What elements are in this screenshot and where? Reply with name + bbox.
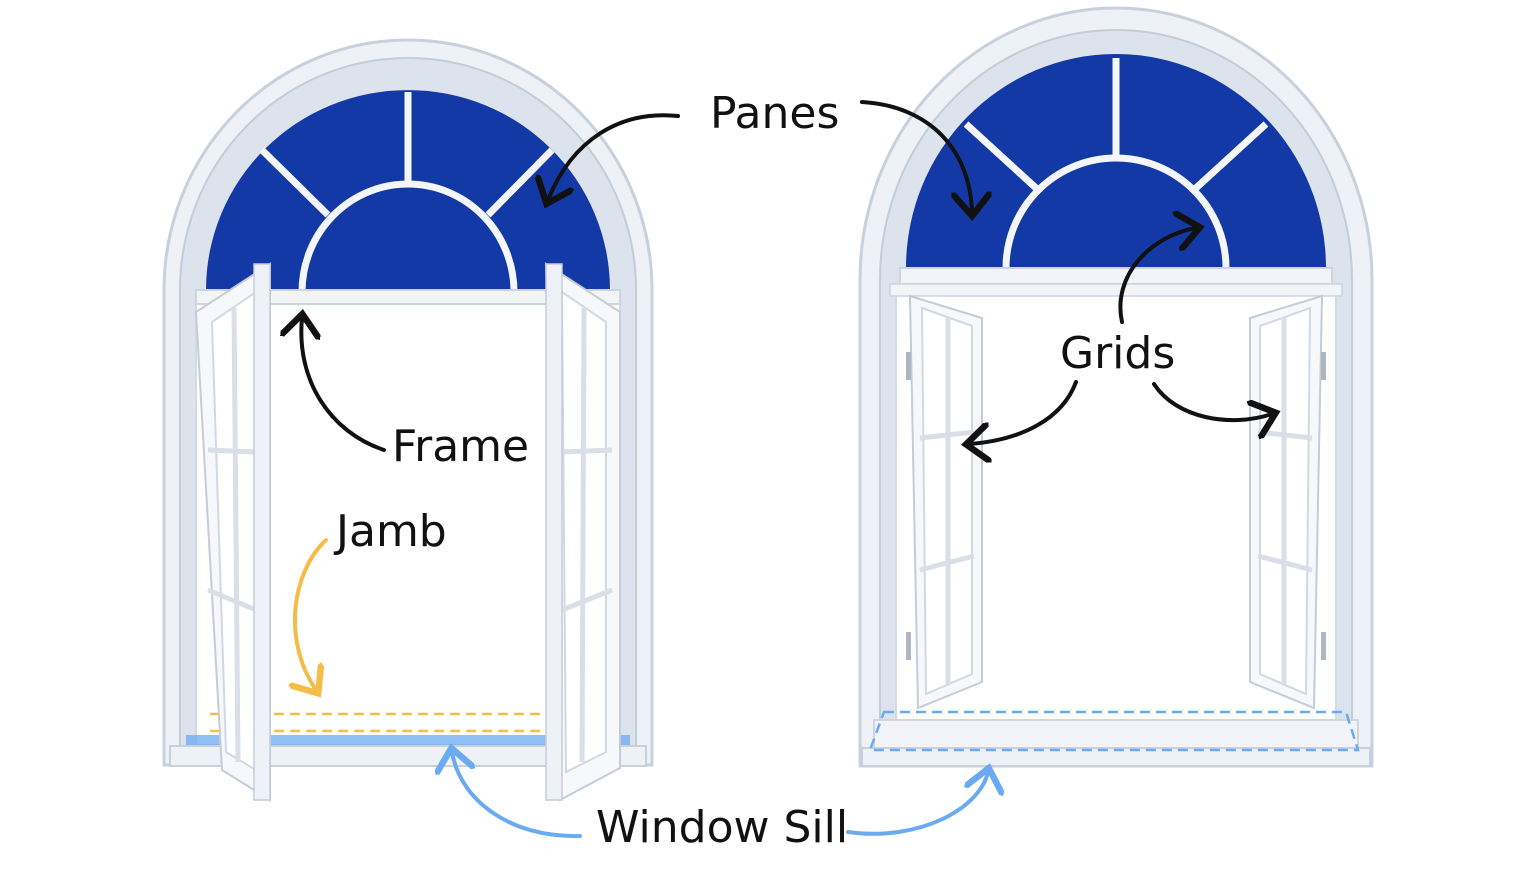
window-sill-label: Window Sill: [596, 802, 849, 853]
left-sill: [186, 735, 630, 747]
sill-arrow-right: [846, 772, 988, 836]
sill-highlight: [868, 710, 1360, 752]
left-window: [162, 38, 654, 802]
left-arch-grids: [259, 92, 555, 293]
grids-arrow-left: [970, 380, 1078, 444]
grids-arrow-up: [1118, 228, 1196, 324]
frame-label: Frame: [392, 421, 530, 472]
right-arch-grids: [963, 58, 1269, 269]
jamb-label: Jamb: [336, 506, 447, 557]
sill-arrow-left: [452, 752, 582, 839]
grids-label: Grids: [1060, 328, 1176, 379]
left-window-left-sash: [194, 262, 271, 802]
right-window-left-sash: [906, 294, 983, 710]
left-window-right-sash: [544, 262, 621, 802]
panes-arrow-left: [548, 113, 680, 200]
panes-arrow-right: [860, 100, 972, 212]
right-window: [858, 6, 1374, 768]
jamb-arrow: [295, 538, 328, 690]
panes-label: Panes: [710, 88, 840, 139]
left-arch-glass: [206, 90, 610, 292]
right-window-right-sash: [1249, 294, 1326, 710]
grids-arrow-right: [1152, 382, 1272, 420]
annotation-arrows: [295, 100, 1272, 839]
frame-arrow: [301, 318, 386, 452]
